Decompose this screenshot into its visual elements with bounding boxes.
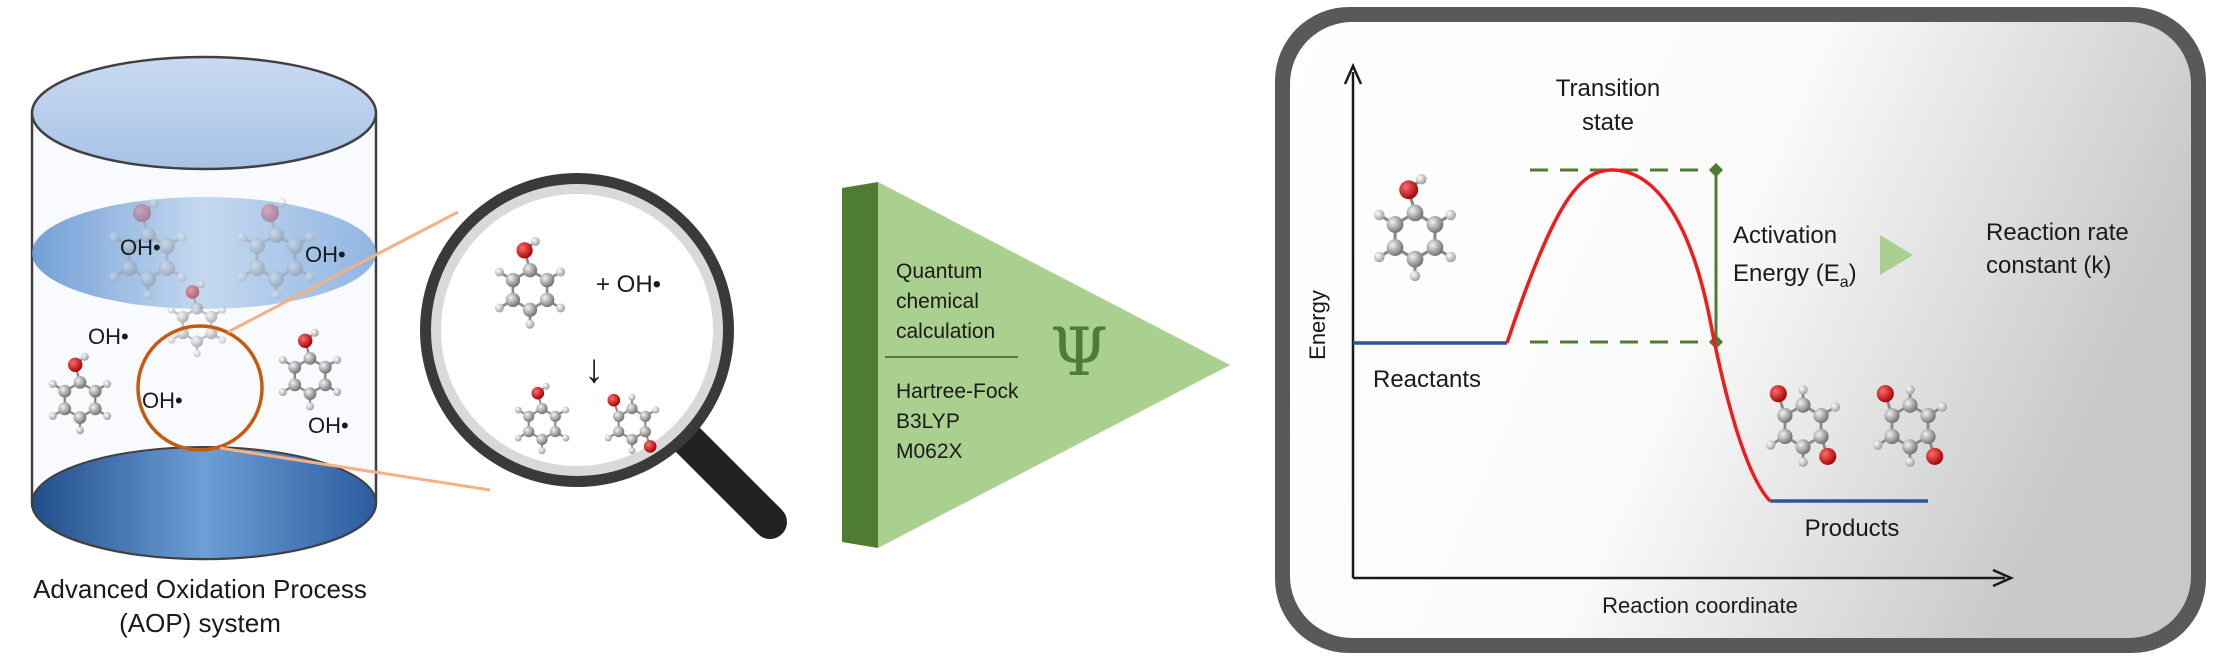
aop-cylinder [30, 55, 378, 561]
rate-constant-label: Reaction rate [1986, 219, 2129, 246]
reaction-arrow-icon: ↓ [584, 347, 604, 391]
zoom-circle [136, 324, 264, 452]
magnifying-glass-icon [420, 173, 787, 539]
radical-label: OH• [120, 235, 161, 260]
method-title: calculation [896, 320, 995, 343]
transition-state-label: Transition [1556, 75, 1660, 102]
method-title: Quantum [896, 260, 982, 283]
energy-panel [1275, 7, 2206, 653]
method-title: chemical [896, 290, 979, 313]
activation-marker [1708, 162, 1724, 178]
radical-label: OH• [308, 413, 349, 438]
energy-curve [1505, 168, 1772, 503]
psi-symbol: Ψ [1050, 314, 1108, 391]
reactants-label: Reactants [1373, 366, 1481, 393]
products-label: Products [1805, 515, 1900, 542]
rate-constant-label: constant (k) [1986, 252, 2111, 279]
transition-state-label: state [1582, 109, 1634, 136]
radical-label: OH• [142, 388, 183, 413]
aop-caption: Advanced Oxidation Process [33, 574, 367, 604]
method-arrow [842, 182, 1230, 548]
method-item: Hartree-Fock [896, 380, 1019, 403]
radical-label: OH• [88, 324, 129, 349]
aop-caption: (AOP) system [119, 608, 281, 638]
activation-energy-label: Activation [1733, 222, 1837, 249]
rate-arrow-icon [1880, 235, 1913, 275]
radical-label: OH• [305, 242, 346, 267]
reaction-plus-radical: + OH• [596, 271, 661, 298]
activation-energy-label: Energy (Ea) [1733, 260, 1857, 291]
y-axis-label: Energy [1305, 290, 1330, 360]
x-axis-label: Reaction coordinate [1602, 593, 1798, 618]
zoom-lines [219, 210, 491, 492]
energy-axes [1343, 62, 2015, 588]
method-item: M062X [896, 440, 963, 463]
method-item: B3LYP [896, 410, 960, 433]
